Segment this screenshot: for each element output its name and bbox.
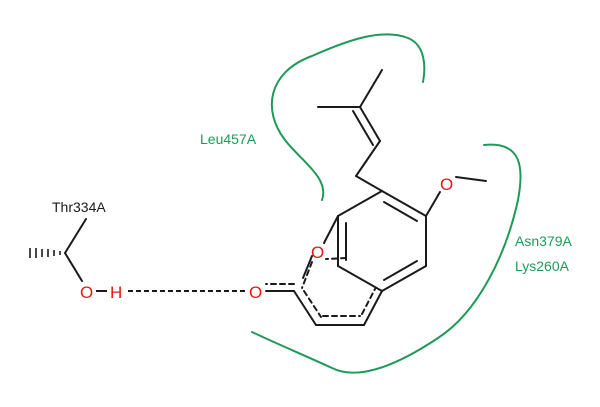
thr-oxygen-label: O [80,283,93,302]
bond-thr-ca-cb [64,218,87,254]
bond-c-methyl-top [359,69,383,108]
bond-c4-c4a [363,290,383,326]
leu457-contact-arc [271,33,426,201]
bond-inner-c8-c7 [383,201,418,222]
bond-c8a-c8 [337,190,383,217]
bond-ch-c-double2 [352,110,374,146]
bond-inner-c6-c5 [383,260,418,281]
ligand-bonds [64,69,487,326]
bond-dash-c4-c4a [361,288,376,315]
thr-hydrogen-label: H [110,283,122,302]
bond-c2-c3 [293,290,317,326]
carbonyl-oxygen-label: O [249,283,262,302]
residue-label-thr334: Thr334A [52,199,106,215]
bond-c2-o1 [302,255,313,279]
bond-c7-o-methoxy [425,191,441,217]
bond-c8a-o1 [323,215,339,244]
bond-dash-o1-c2 [301,261,313,289]
ring-oxygen-label: O [311,243,324,262]
bond-o-methyl [455,176,487,182]
residue-label-lys260: Lys260A [515,258,570,274]
methoxy-oxygen-label: O [440,175,453,194]
bond-dash-c8a-o1 [325,257,347,260]
bond-c5-c4a [337,265,383,292]
bond-c8-c7 [381,190,427,217]
bond-ch2-ch [355,140,381,177]
asn379-lys260-contact-arc [251,143,522,374]
bond-c6-c5 [381,265,427,292]
bond-c8-ch2 [355,175,383,192]
bond-thr-ca-o [64,252,83,282]
bond-ch-c-double1 [359,106,381,142]
bond-dash-c2-c3 [303,290,322,318]
thr-hashed-wedge [29,248,61,258]
residue-label-asn379: Asn379A [515,233,572,249]
residue-label-leu457: Leu457A [200,131,257,147]
